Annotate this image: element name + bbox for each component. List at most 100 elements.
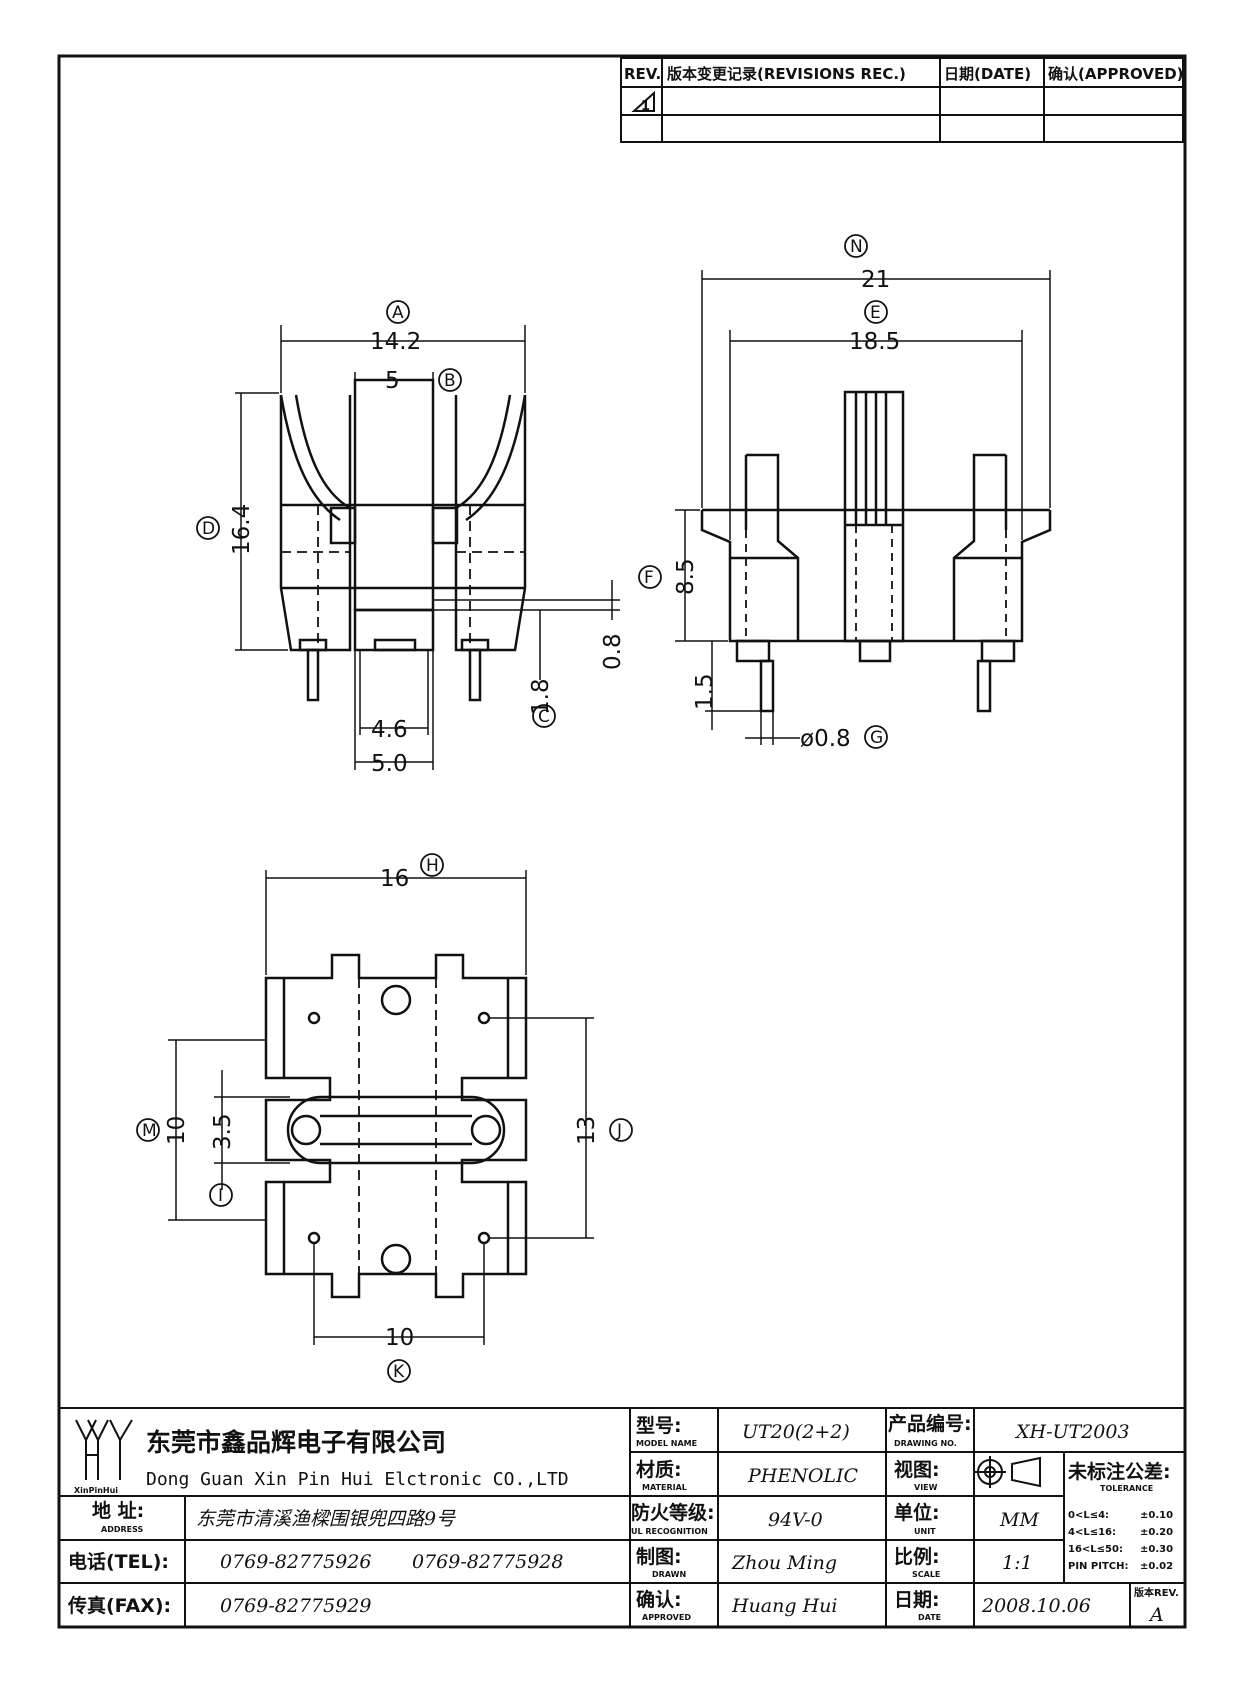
dim-b-value: 5 (385, 368, 400, 394)
approved-sub: APPROVED (642, 1613, 691, 1622)
dim-m-value: 10 (164, 1116, 190, 1145)
tolerance-range-3: 16<L≤50: (1068, 1544, 1123, 1555)
tolerance-value-2: ±0.20 (1140, 1527, 1173, 1538)
dim-offset-value: 0.8 (600, 633, 626, 670)
rev-header-record: 版本变更记录(REVISIONS REC.) (667, 65, 906, 83)
view-label: 视图: (894, 1458, 940, 1481)
callout-h: H (420, 853, 444, 877)
view-sub: VIEW (914, 1483, 938, 1492)
tel-value-1: 0769-82775926 (220, 1551, 371, 1573)
svg-text:1: 1 (641, 99, 650, 114)
dim-n-value: 21 (861, 267, 890, 293)
callout-b: B (438, 368, 462, 392)
callout-m: M (136, 1118, 160, 1142)
svg-text:M: M (142, 1121, 157, 1141)
front-view-dimension-lines (235, 325, 620, 770)
tolerance-label: 未标注公差: (1067, 1460, 1171, 1483)
material-label: 材质: (636, 1458, 682, 1481)
company-logo (75, 1419, 133, 1480)
tolerance-range-2: 4<L≤16: (1068, 1527, 1116, 1538)
drawing-no-sub: DRAWING NO. (894, 1439, 957, 1448)
material-value: PHENOLIC (747, 1465, 859, 1487)
ul-sub: UL RECOGNITION (631, 1527, 708, 1536)
front-view (279, 378, 527, 702)
tolerance-value-3: ±0.30 (1140, 1544, 1173, 1555)
date-label: 日期: (894, 1589, 940, 1611)
unit-sub: UNIT (914, 1527, 936, 1536)
material-sub: MATERIAL (642, 1483, 687, 1492)
fax-label: 传真(FAX): (67, 1594, 171, 1617)
callout-j: J (609, 1118, 633, 1142)
company-name-cn: 东莞市鑫品辉电子有限公司 (146, 1428, 446, 1457)
scale-value: 1:1 (1002, 1552, 1033, 1574)
unit-label: 单位: (894, 1501, 940, 1524)
drawing-no-value: XH-UT2003 (1014, 1421, 1130, 1443)
svg-text:C: C (538, 707, 550, 727)
callout-n: N (844, 234, 868, 258)
address-label: 地 址: (92, 1499, 144, 1522)
callout-c: C (532, 704, 556, 728)
bottom-view-hidden-lines (358, 978, 437, 1274)
rev-label: 版本REV. (1134, 1586, 1179, 1599)
svg-text:E: E (870, 303, 881, 323)
title-block-grid (58, 1407, 1186, 1628)
dim-d-value: 16.4 (229, 504, 255, 555)
svg-text:J: J (616, 1121, 622, 1141)
dim-g-value: ø0.8 (800, 726, 851, 752)
address-sub: ADDRESS (101, 1525, 144, 1534)
revision-triangle-icon: 1 (631, 90, 655, 114)
bottom-view (264, 953, 528, 1299)
ul-value: 94V-0 (768, 1509, 823, 1531)
dim-f-value: 8.5 (673, 558, 699, 595)
drawn-sub: DRAWN (652, 1570, 686, 1579)
address-value: 东莞市清溪渔樑围银兜四路9号 (196, 1508, 456, 1530)
side-view-hidden-lines (745, 525, 1007, 641)
callout-a: A (386, 300, 410, 324)
callout-d: D (196, 516, 220, 540)
callout-f: F (638, 565, 662, 589)
dim-bottom-inner-value: 4.6 (371, 717, 408, 743)
svg-text:N: N (850, 237, 863, 257)
dim-pin-length-value: 1.5 (692, 673, 718, 710)
model-value: UT20(2+2) (742, 1421, 850, 1443)
callout-g: G (864, 725, 888, 749)
projection-symbol-icon (974, 1456, 1041, 1488)
rev-header-approved: 确认(APPROVED) (1048, 65, 1184, 83)
side-view-dimension-lines (675, 270, 1051, 745)
company-name-en: Dong Guan Xin Pin Hui Elctronic CO.,LTD (146, 1469, 569, 1490)
dim-e-value: 18.5 (849, 329, 900, 355)
tel-value-2: 0769-82775928 (412, 1551, 563, 1573)
tel-label: 电话(TEL): (68, 1550, 169, 1573)
scale-label: 比例: (894, 1545, 940, 1568)
date-sub: DATE (918, 1613, 941, 1622)
dim-bottom-outer-value: 5.0 (371, 751, 408, 777)
tolerance-value-1: ±0.10 (1140, 1510, 1173, 1521)
approved-label: 确认: (636, 1588, 682, 1611)
scale-sub: SCALE (912, 1570, 940, 1579)
rev-value: A (1148, 1604, 1164, 1626)
fax-value: 0769-82775929 (220, 1595, 371, 1617)
front-view-hidden-lines (281, 505, 525, 650)
unit-value: MM (999, 1509, 1039, 1531)
rev-header-date: 日期(DATE) (944, 65, 1031, 83)
callout-i: I (209, 1183, 233, 1207)
model-label: 型号: (636, 1414, 682, 1437)
approved-value: Huang Hui (731, 1595, 837, 1617)
side-view (700, 390, 1052, 713)
sheet-border (57, 54, 1187, 1629)
tolerance-range-1: 0<L≤4: (1068, 1510, 1109, 1521)
svg-text:G: G (870, 728, 883, 748)
dim-c-value: 1.8 (528, 678, 554, 715)
svg-text:K: K (393, 1362, 405, 1382)
callout-e: E (864, 300, 888, 324)
callout-k: K (387, 1359, 411, 1383)
tolerance-sub: TOLERANCE (1100, 1484, 1153, 1493)
logo-text: XinPinHui (74, 1486, 118, 1495)
drawing-no-label: 产品编号: (888, 1412, 972, 1435)
dim-a-value: 14.2 (370, 329, 421, 355)
svg-text:I: I (218, 1186, 223, 1206)
tolerance-range-4: PIN PITCH: (1068, 1561, 1128, 1572)
svg-text:H: H (426, 856, 439, 876)
drawn-label: 制图: (636, 1545, 682, 1568)
